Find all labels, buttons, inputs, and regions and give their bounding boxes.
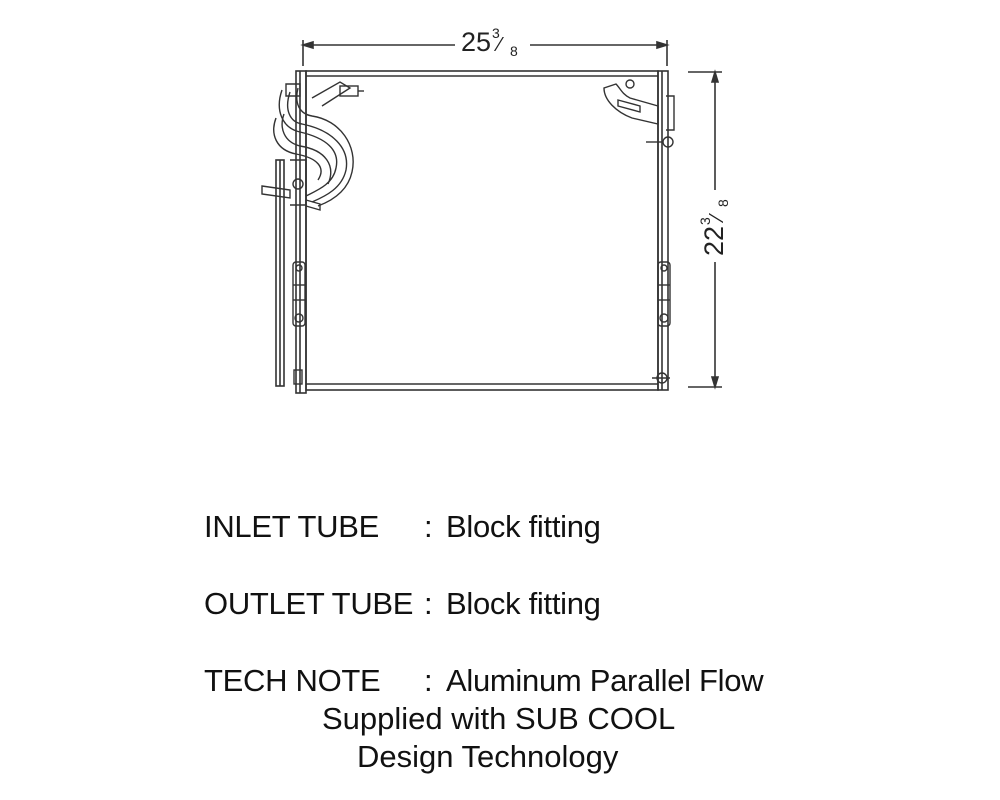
left-header-tank <box>275 70 307 394</box>
spec-colon: : <box>424 509 433 544</box>
width-dimension-line <box>300 40 670 66</box>
tech-note-line-2: Supplied with SUB COOL <box>322 701 676 736</box>
spec-label: OUTLET TUBE <box>204 586 414 621</box>
spec-value: Block fitting <box>446 509 601 544</box>
spec-tech-note: TECH NOTE : Aluminum Parallel Flow <box>204 663 824 703</box>
spec-value: Block fitting <box>446 586 601 621</box>
spec-inlet-tube: INLET TUBE : Block fitting <box>204 509 804 549</box>
svg-text:⁄: ⁄ <box>706 213 728 224</box>
condenser-diagram: 25 3 ⁄ 8 22 3 ⁄ 8 <box>261 25 731 394</box>
spec-label: INLET TUBE <box>204 509 380 544</box>
spec-label: TECH NOTE <box>204 663 381 698</box>
width-whole: 25 <box>461 27 491 57</box>
right-fittings <box>603 79 675 384</box>
width-numerator: 3 <box>492 25 500 41</box>
condenser-core <box>305 70 659 391</box>
spec-outlet-tube: OUTLET TUBE : Block fitting <box>204 586 804 626</box>
spec-colon: : <box>424 663 433 698</box>
height-whole: 22 <box>699 226 729 256</box>
svg-text:⁄: ⁄ <box>493 34 504 56</box>
height-denominator: 8 <box>715 199 731 207</box>
width-dimension-label: 25 3 ⁄ 8 <box>461 25 518 59</box>
inlet-outlet-pipes <box>261 81 364 211</box>
tech-note-line-3: Design Technology <box>357 739 619 774</box>
width-denominator: 8 <box>510 43 518 59</box>
height-dimension-label: 22 3 ⁄ 8 <box>697 199 731 256</box>
height-dimension-line <box>688 69 722 390</box>
spec-colon: : <box>424 586 433 621</box>
right-header-tank <box>657 70 669 391</box>
height-numerator: 3 <box>697 217 713 225</box>
spec-value: Aluminum Parallel Flow <box>446 663 764 698</box>
left-mounting-brackets <box>292 261 306 385</box>
